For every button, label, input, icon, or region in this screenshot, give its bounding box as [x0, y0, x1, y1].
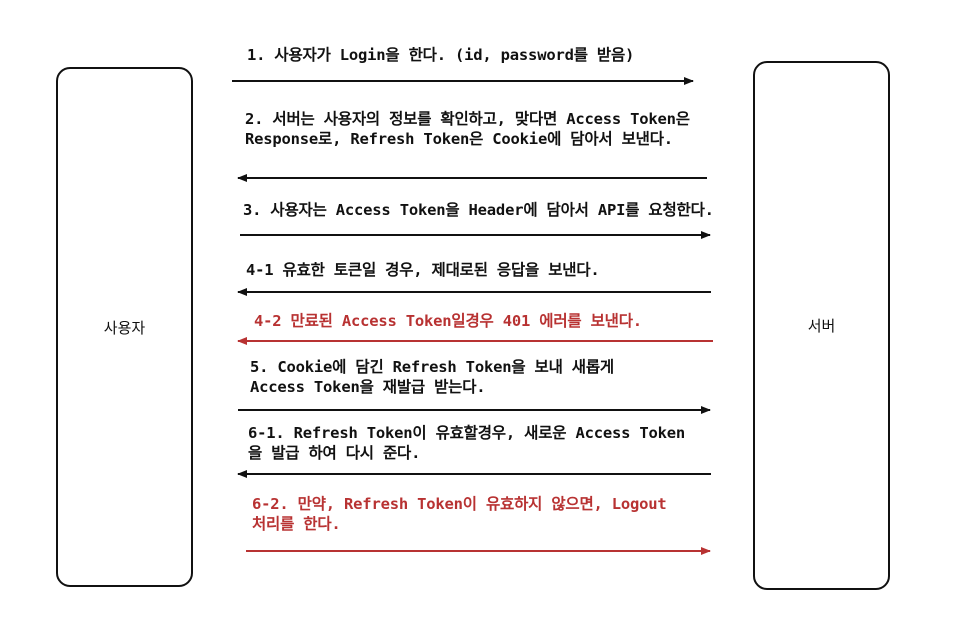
message-2-label: 2. 서버는 사용자의 정보를 확인하고, 맞다면 Access Token은 …: [245, 110, 690, 148]
message-4-2-label: 4-2 만료된 Access Token일경우 401 에러를 보낸다.: [254, 312, 642, 330]
actor-user-label: 사용자: [103, 318, 146, 337]
message-6-2-label: 6-2. 만약, Refresh Token이 유효하지 않으면, Logout…: [252, 495, 667, 533]
actor-server-label: 서버: [807, 317, 836, 335]
message-6-1-label: 6-1. Refresh Token이 유효할경우, 새로운 Access To…: [248, 424, 686, 462]
actor-user-box: 사용자: [56, 67, 193, 587]
actor-server-box: 서버: [753, 61, 890, 590]
message-5-label: 5. Cookie에 담긴 Refresh Token을 보내 새롭게 Acce…: [250, 358, 614, 396]
message-3-label: 3. 사용자는 Access Token을 Header에 담아서 API를 요…: [243, 201, 714, 219]
message-1-label: 1. 사용자가 Login을 한다. (id, password를 받음): [247, 46, 635, 64]
message-4-1-label: 4-1 유효한 토큰일 경우, 제대로된 응답을 보낸다.: [246, 261, 600, 279]
